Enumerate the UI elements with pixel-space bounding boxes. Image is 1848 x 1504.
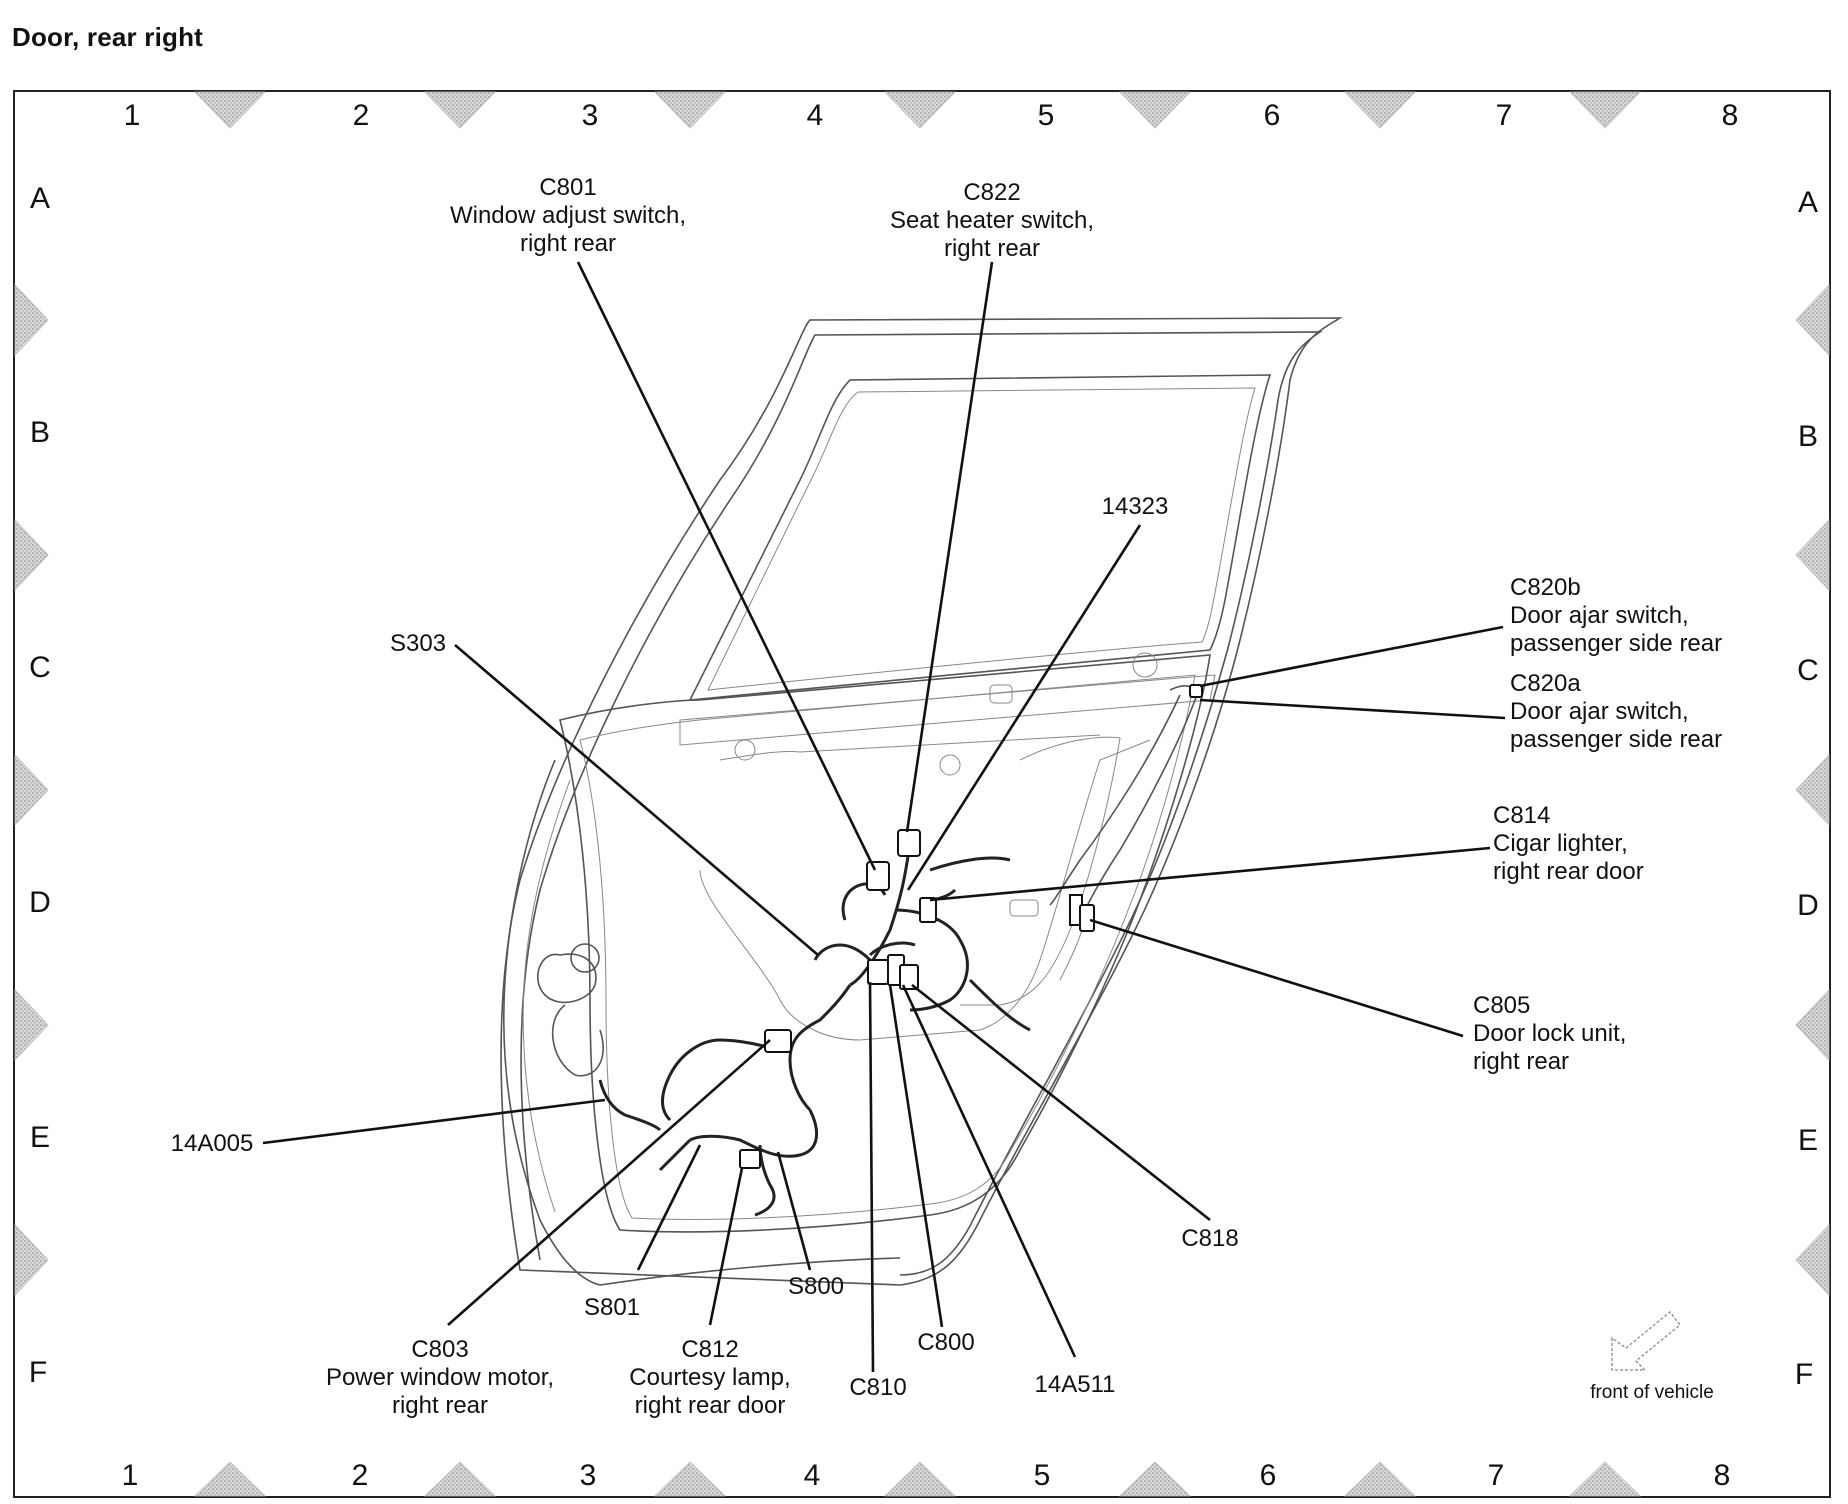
grid-col-3-bottom: 3	[580, 1459, 597, 1492]
grid-col-7-bottom: 7	[1488, 1459, 1505, 1492]
grid-rows-left: A B C D E F	[29, 182, 51, 1389]
label-c805-desc1: Door lock unit,	[1473, 1020, 1626, 1047]
grid-row-e: E	[30, 1121, 50, 1154]
connector-c810	[867, 959, 889, 985]
grid-col-4: 4	[807, 99, 824, 132]
label-c814-desc2: right rear door	[1493, 858, 1644, 885]
label-c814-desc1: Cigar lighter,	[1493, 830, 1628, 857]
grid-row-a: A	[30, 182, 50, 215]
component-labels: C801 Window adjust switch, right rear C8…	[171, 174, 1723, 1419]
grid-col-5-bottom: 5	[1034, 1459, 1051, 1492]
label-c812-id: C812	[681, 1336, 738, 1363]
leader-lines	[262, 261, 1506, 1373]
label-c812-desc2: right rear door	[635, 1392, 786, 1419]
grid-col-7: 7	[1496, 99, 1513, 132]
grid-col-6-bottom: 6	[1260, 1459, 1277, 1492]
label-c820a-desc1: Door ajar switch,	[1510, 698, 1689, 725]
label-c812-desc1: Courtesy lamp,	[629, 1364, 790, 1391]
label-c810: C810	[849, 1374, 906, 1401]
label-c820b-desc1: Door ajar switch,	[1510, 602, 1689, 629]
label-s801: S801	[584, 1294, 640, 1321]
label-14323: 14323	[1102, 493, 1169, 520]
connector-c805	[1079, 904, 1095, 932]
label-14a511: 14A511	[1035, 1371, 1116, 1398]
label-c822-desc1: Seat heater switch,	[890, 207, 1094, 234]
grid-col-4-bottom: 4	[804, 1459, 821, 1492]
front-of-vehicle-label: front of vehicle	[1590, 1382, 1714, 1403]
label-c800: C800	[917, 1329, 974, 1356]
label-c801-desc2: right rear	[520, 230, 616, 257]
grid-row-c-right: C	[1797, 654, 1819, 687]
grid-columns-bottom: 1 2 3 4 5 6 7 8	[122, 1459, 1731, 1492]
diagram-frame	[13, 90, 1831, 1498]
grid-row-e-right: E	[1798, 1124, 1818, 1157]
grid-row-a-right: A	[1798, 186, 1818, 219]
label-c820a-desc2: passenger side rear	[1510, 726, 1722, 753]
grid-col-5: 5	[1038, 99, 1055, 132]
grid-rows-right: A B C D E F	[1795, 186, 1819, 1391]
page-title: Door, rear right	[12, 22, 204, 52]
grid-col-6: 6	[1264, 99, 1281, 132]
connector-c803	[764, 1029, 792, 1053]
label-c805-id: C805	[1473, 992, 1530, 1019]
grid-col-3: 3	[582, 99, 599, 132]
bottom-grid-markers	[194, 1461, 1641, 1497]
label-c801-id: C801	[539, 174, 596, 201]
label-c814-id: C814	[1493, 802, 1550, 829]
connector-c801	[866, 861, 890, 891]
grid-row-b-right: B	[1798, 420, 1818, 453]
top-grid-markers	[194, 91, 1641, 129]
connector-c812	[739, 1149, 761, 1169]
front-arrow-icon	[1611, 1310, 1682, 1371]
grid-col-2: 2	[353, 99, 370, 132]
grid-row-d: D	[29, 886, 51, 919]
label-c820b-id: C820b	[1510, 574, 1581, 601]
label-s303: S303	[390, 630, 446, 657]
grid-row-c: C	[29, 651, 51, 684]
label-c822-desc2: right rear	[944, 235, 1040, 262]
wiring-harness	[598, 829, 1031, 1217]
grid-row-d-right: D	[1797, 889, 1819, 922]
grid-row-f-right: F	[1795, 1358, 1813, 1391]
label-c803-id: C803	[411, 1336, 468, 1363]
grid-col-8-bottom: 8	[1714, 1459, 1731, 1492]
right-grid-markers	[1795, 283, 1830, 1297]
grid-row-f: F	[29, 1356, 47, 1389]
connector-c818	[899, 964, 919, 990]
connector-c814	[919, 897, 937, 923]
label-14a005: 14A005	[171, 1130, 254, 1157]
grid-col-1-bottom: 1	[122, 1459, 139, 1492]
connector-c820	[1189, 684, 1203, 698]
label-c818: C818	[1181, 1225, 1238, 1252]
door-illustration	[500, 317, 1343, 1286]
label-c803-desc2: right rear	[392, 1392, 488, 1419]
label-c805-desc2: right rear	[1473, 1048, 1569, 1075]
left-grid-markers	[14, 283, 49, 1297]
connector-c822	[897, 829, 921, 857]
connectors	[739, 684, 1203, 1169]
grid-col-2-bottom: 2	[352, 1459, 369, 1492]
label-c803-desc1: Power window motor,	[326, 1364, 554, 1391]
grid-columns-top: 1 2 3 4 5 6 7 8	[124, 99, 1739, 132]
grid-col-1: 1	[124, 99, 141, 132]
label-c820b-desc2: passenger side rear	[1510, 630, 1722, 657]
label-c820a-id: C820a	[1510, 670, 1581, 697]
label-c801-desc1: Window adjust switch,	[450, 202, 686, 229]
label-c822-id: C822	[963, 179, 1020, 206]
label-s800: S800	[788, 1273, 844, 1300]
grid-row-b: B	[30, 416, 50, 449]
grid-col-8: 8	[1722, 99, 1739, 132]
